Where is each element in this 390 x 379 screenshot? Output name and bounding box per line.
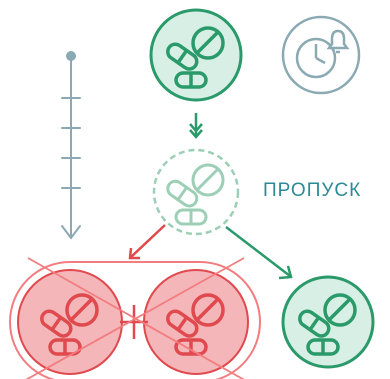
wrong-path-arrow [128,224,166,260]
cross-out [25,257,245,379]
double-dose-forbidden [9,257,261,379]
skip-label: ПРОПУСК [263,180,362,201]
correct-next-dose [281,275,375,369]
down-arrow [189,113,203,139]
taken-dose [149,8,243,102]
correct-path-arrow [225,226,293,280]
timeline-icon [61,51,81,240]
alarm-clock-bell-icon [281,15,361,95]
skipped-dose [152,148,240,236]
